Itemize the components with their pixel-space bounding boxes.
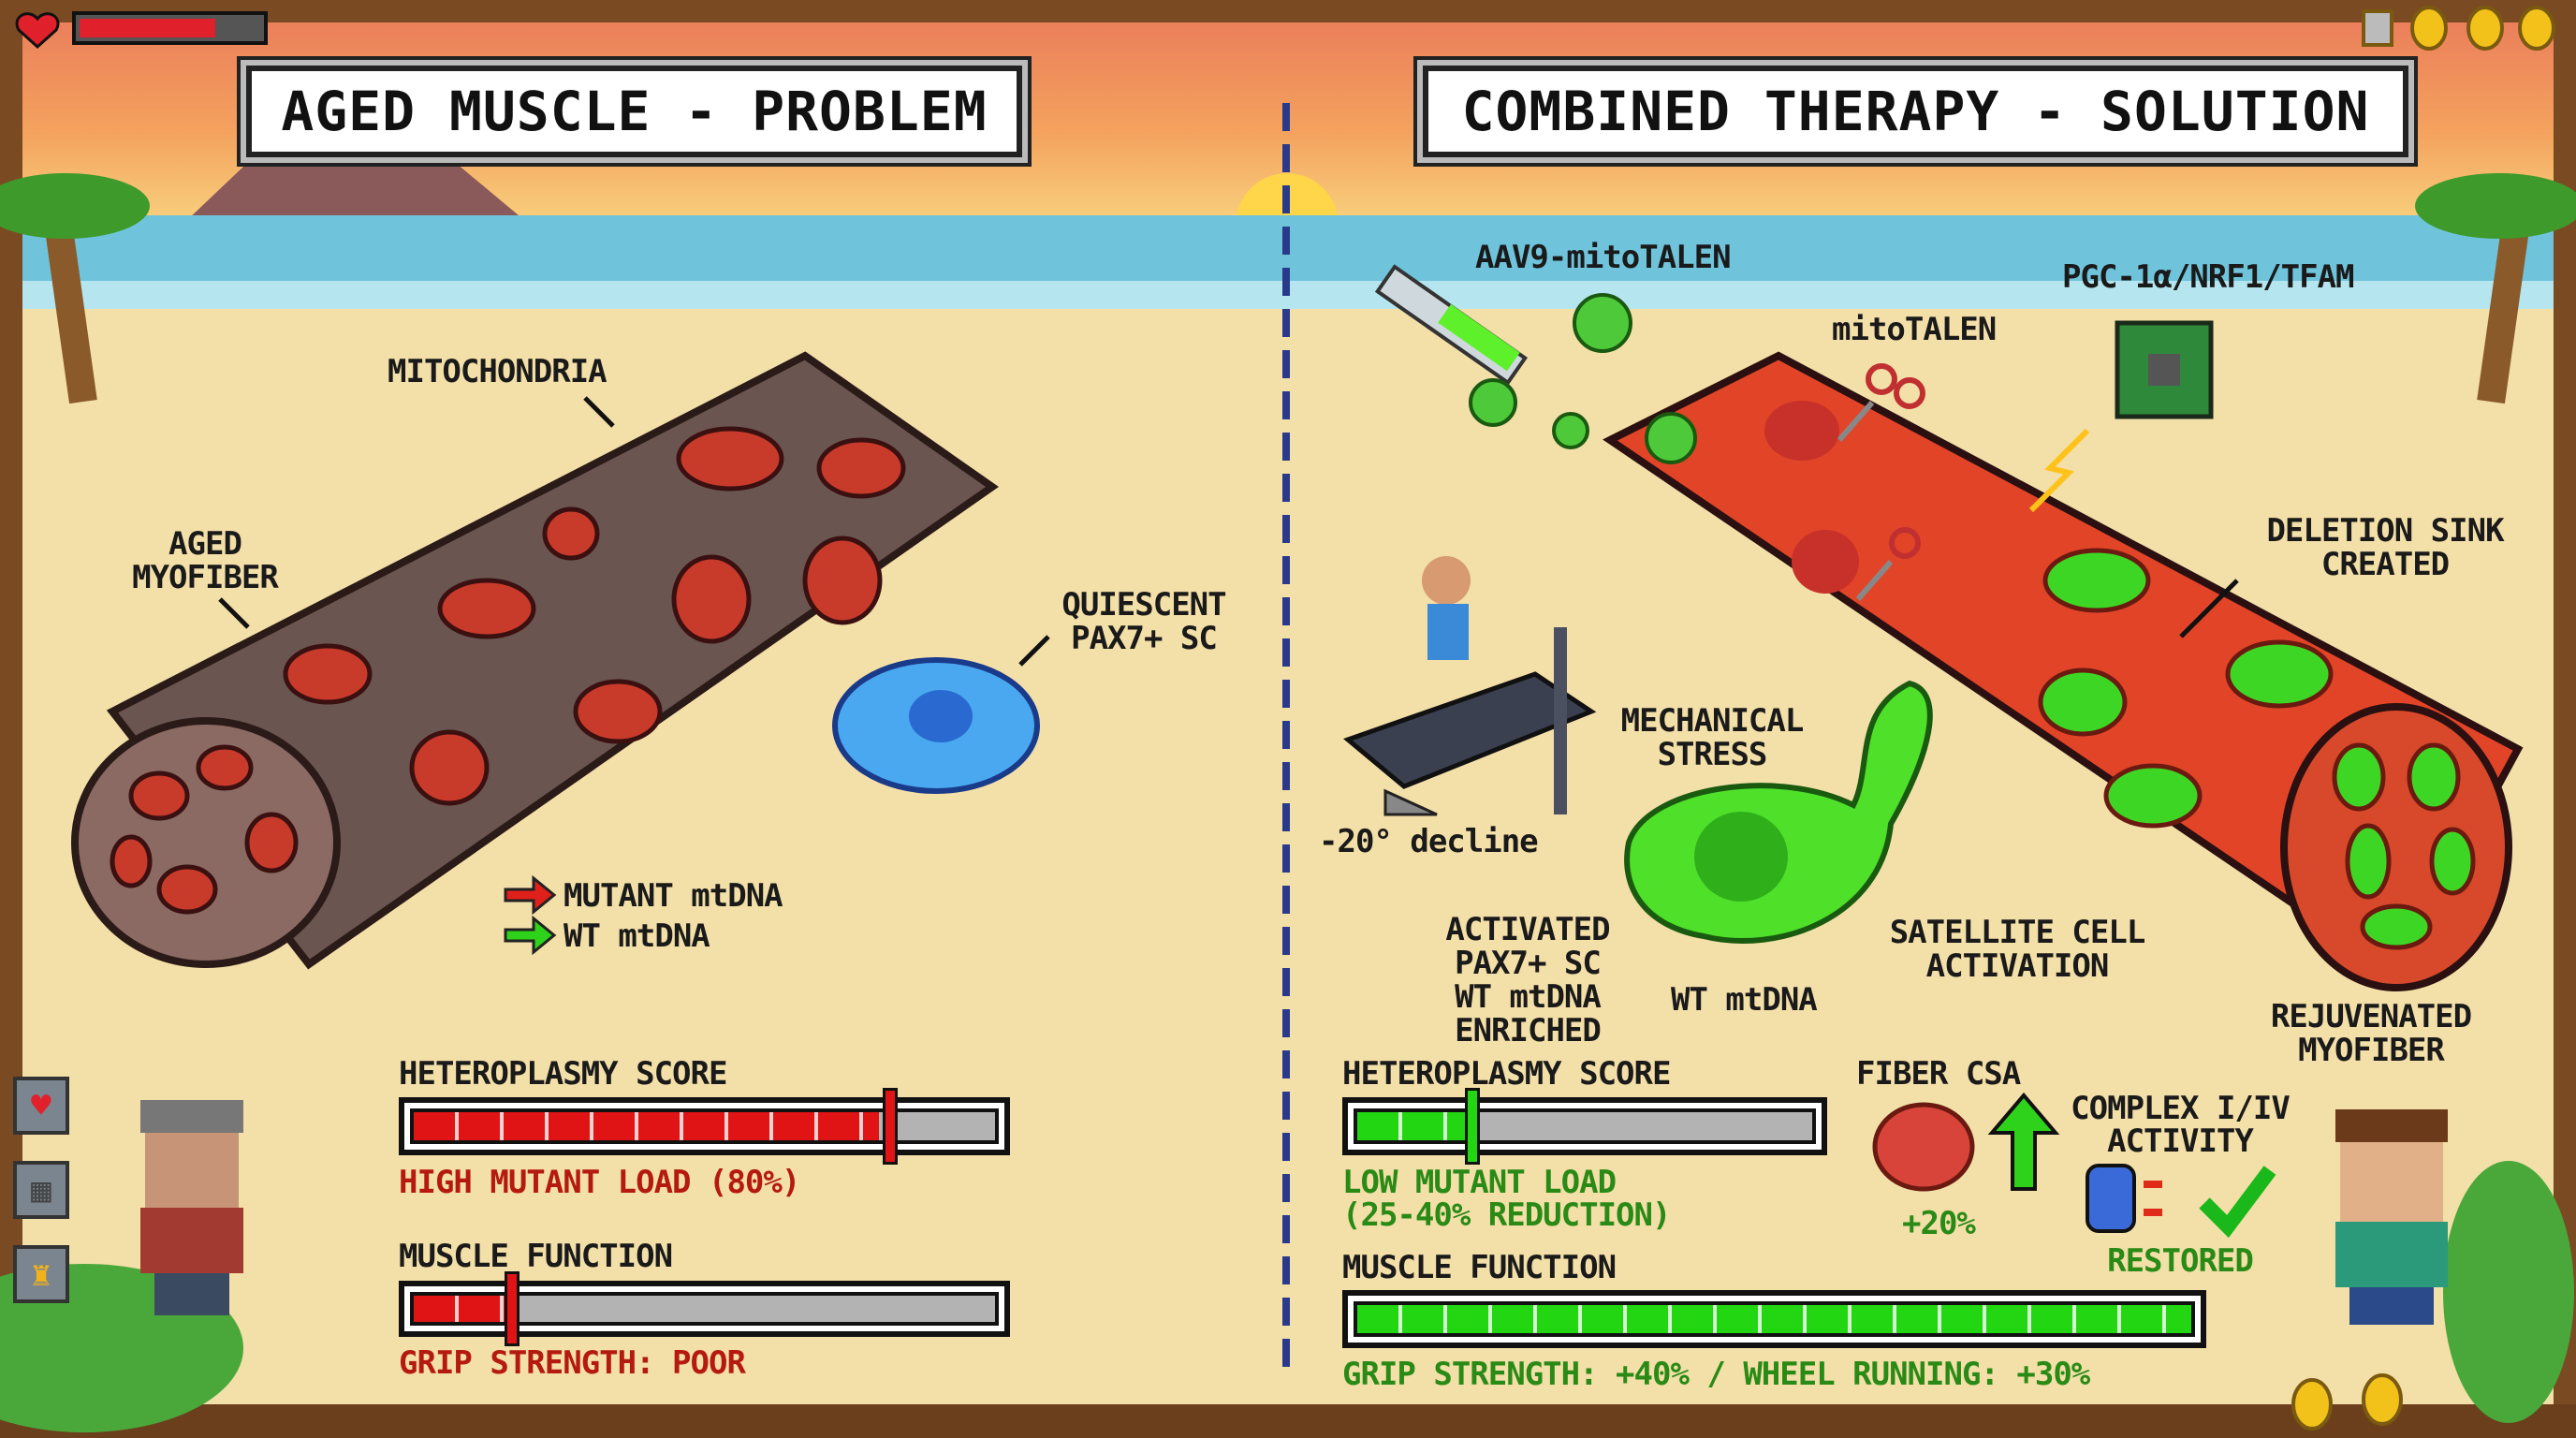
left-muscle-marker [504, 1271, 520, 1346]
wt-arrow-icon [504, 915, 557, 956]
label-aged-2: MYOFIBER [132, 559, 279, 596]
legend-mutant: MUTANT mtDNA [564, 877, 783, 915]
label-aav9: AAV9-mitoTALEN [1475, 239, 1732, 276]
complex-label-1: COMPLEX I/IV [2071, 1090, 2291, 1127]
label-activated-2: PAX7+ SC [1455, 945, 1602, 982]
plant-bottom-right [2443, 1161, 2574, 1423]
treadmill-runner [1343, 556, 1597, 814]
palm-tree-left [0, 173, 150, 404]
activated-satellite-cell [1624, 680, 1933, 944]
label-deletion-1: DELETION SINK [2266, 512, 2504, 550]
arrow-aged-myofiber [218, 597, 250, 629]
syringe-icon [1374, 264, 1529, 386]
left-heteroplasmy-marker [882, 1088, 898, 1165]
frame-bottom [0, 1404, 2576, 1438]
right-muscle-fill [1357, 1305, 2191, 1333]
left-muscle-caption: GRIP STRENGTH: POOR [399, 1344, 746, 1382]
label-activated-4: ENRICHED [1455, 1012, 1602, 1049]
left-muscle-fill [414, 1296, 513, 1322]
right-heteroplasmy-marker [1464, 1088, 1480, 1165]
volcano [187, 112, 524, 220]
label-mech-1: MECHANICAL [1620, 702, 1805, 740]
legend-wt: WT mtDNA [564, 917, 710, 955]
label-mitotalen: mitoTALEN [1832, 311, 1997, 348]
heart-icon[interactable]: ♥ [13, 1077, 69, 1135]
decline-triangle-icon [1383, 788, 1438, 816]
right-heteroplasmy-caption-1: LOW MUTANT LOAD [1342, 1164, 1617, 1201]
arrow-mitochondria [583, 396, 615, 428]
label-rejuvenated-1: REJUVENATED [2270, 998, 2472, 1035]
label-pgc: PGC-1α/NRF1/TFAM [2062, 258, 2355, 296]
lightning-icon [2028, 428, 2090, 513]
label-quiescent-2: PAX7+ SC [1071, 620, 1218, 657]
mutant-arrow-icon [504, 874, 557, 916]
right-heteroplasmy-fill [1357, 1112, 1471, 1140]
right-panel-title: COMBINED THERAPY - SOLUTION [1423, 66, 2408, 157]
scissors-icon [1837, 363, 1925, 601]
right-muscle-bar [1342, 1290, 2206, 1348]
label-satellite-2: ACTIVATION [1925, 947, 2110, 985]
virus-icons [1469, 293, 1697, 464]
health-heart-icon [15, 12, 60, 50]
left-heteroplasmy-label: HETEROPLASMY SCORE [399, 1055, 727, 1093]
chip-icon [2115, 320, 2214, 419]
label-decline: -20° decline [1319, 823, 1539, 860]
label-activated-1: ACTIVATED [1445, 911, 1610, 948]
chart-icon[interactable]: ▦ [13, 1161, 69, 1219]
label-rejuvenated-2: MYOFIBER [2298, 1032, 2445, 1069]
label-deletion-2: CREATED [2320, 546, 2450, 583]
label-satellite-1: SATELLITE CELL [1889, 914, 2146, 951]
fiber-csa-icon [1872, 1092, 2060, 1192]
health-bar-fill [80, 19, 215, 37]
sad-character [140, 1100, 243, 1315]
label-activated-3: WT mtDNA [1455, 978, 1602, 1016]
right-muscle-label: MUSCLE FUNCTION [1342, 1249, 1617, 1286]
complex-restored-icon [2086, 1164, 2276, 1239]
palm-tree-right [2415, 173, 2576, 404]
left-muscle-label: MUSCLE FUNCTION [399, 1238, 673, 1275]
quiescent-satellite-cell [832, 657, 1040, 794]
right-heteroplasmy-caption-2: (25-40% REDUCTION) [1342, 1196, 1671, 1234]
right-heteroplasmy-label: HETEROPLASMY SCORE [1342, 1055, 1671, 1093]
right-heteroplasmy-bar [1342, 1088, 1827, 1165]
complex-label-2: ACTIVITY [2107, 1123, 2254, 1160]
left-heteroplasmy-caption: HIGH MUTANT LOAD (80%) [399, 1164, 800, 1201]
trophy-icon[interactable]: ♜ [13, 1245, 69, 1303]
label-mitochondria: MITOCHONDRIA [388, 353, 607, 390]
arrow-quiescent [1018, 635, 1050, 667]
complex-status: RESTORED [2107, 1242, 2254, 1280]
left-panel-title: AGED MUSCLE - PROBLEM [246, 66, 1022, 157]
fiber-csa-value: +20% [1902, 1205, 1976, 1242]
left-muscle-bar [399, 1271, 1010, 1346]
label-quiescent-1: QUIESCENT [1061, 586, 1226, 624]
happy-character [2335, 1109, 2448, 1325]
right-muscle-caption: GRIP STRENGTH: +40% / WHEEL RUNNING: +30… [1342, 1356, 2090, 1393]
label-wt-mtdna: WT mtDNA [1671, 981, 1818, 1019]
fiber-csa-label: FIBER CSA [1856, 1055, 2021, 1093]
left-heteroplasmy-fill [414, 1112, 879, 1140]
label-aged-1: AGED [168, 525, 242, 563]
left-heteroplasmy-bar [399, 1088, 1010, 1165]
coin-icons [2291, 6, 2555, 1431]
rejuvenated-myofiber [1603, 351, 2524, 991]
aged-myofiber-log [71, 351, 999, 970]
arrow-deletion-sink [2179, 579, 2239, 638]
label-mech-2: STRESS [1657, 736, 1768, 773]
